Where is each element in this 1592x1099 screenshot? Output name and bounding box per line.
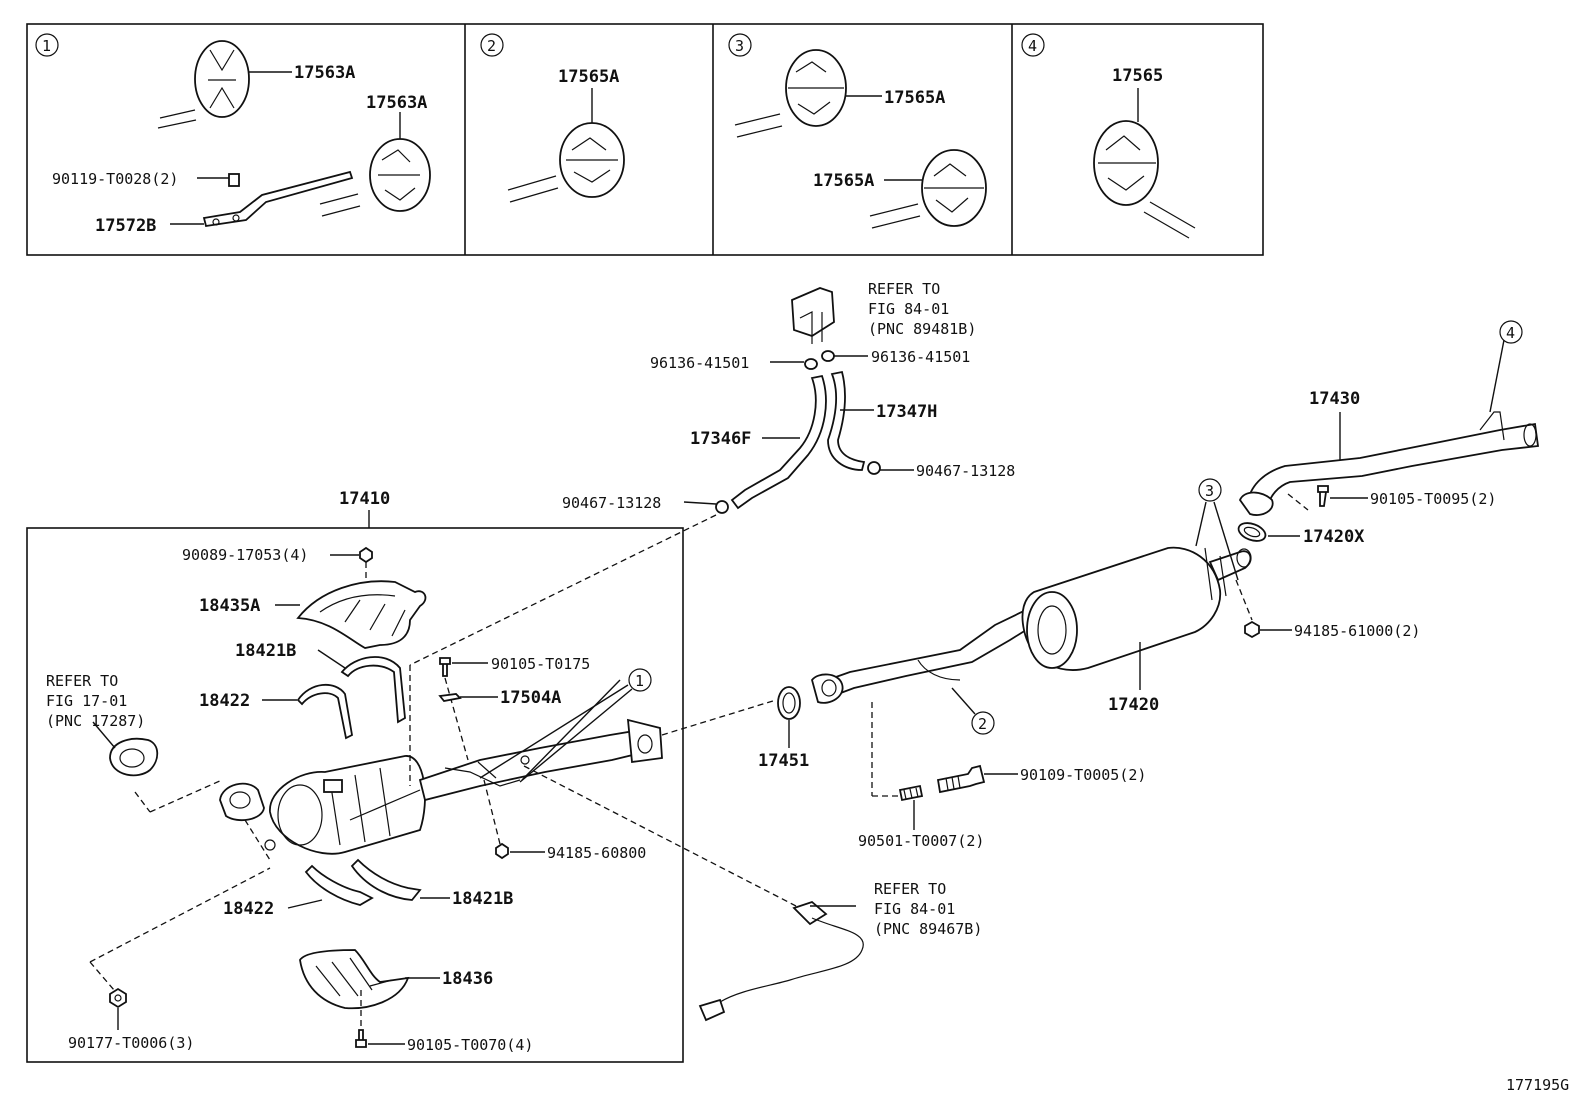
label-90105-T0070: 90105-T0070(4)	[407, 1036, 533, 1054]
inset-3-marker: 3	[735, 37, 744, 55]
pressure-sensor-ref-89481B: REFER TO FIG 84-01 (PNC 89481B)	[791, 280, 976, 344]
gasket-17420X: 17420X	[1237, 522, 1365, 547]
heat-shield-18436: 18436	[299, 949, 493, 1010]
nut-94185-60800: 94185-60800	[483, 779, 646, 862]
inset-1-marker: 1	[42, 37, 51, 55]
ref-89467B-line2: FIG 84-01	[874, 900, 955, 918]
figure-id: 177195G	[1506, 1076, 1569, 1094]
tail-pipe-17430: 4 17430	[1238, 320, 1540, 516]
callout-4-text: 4	[1506, 324, 1515, 342]
label-90105-T0175: 90105-T0175	[491, 655, 590, 673]
heat-shield-18435A: 18435A	[199, 580, 427, 649]
label-17563A-upper: 17563A	[294, 63, 355, 83]
inset-2-marker: 2	[487, 37, 496, 55]
strap-18421B-upper: 18421B	[235, 641, 406, 724]
alignment-dashes	[244, 665, 411, 861]
label-90089-17053: 90089-17053(4)	[182, 546, 308, 564]
label-90467-13128-left: 90467-13128	[562, 494, 661, 512]
ref-89481B-line3: (PNC 89481B)	[868, 320, 976, 338]
strap-18422-lower: 18422	[223, 864, 374, 919]
ref-89467B-line1: REFER TO	[874, 880, 946, 898]
callout-3: 3	[1195, 478, 1239, 581]
label-90109-T0005: 90109-T0005(2)	[1020, 766, 1146, 784]
bolt-90105-T0175: 90105-T0175	[439, 655, 590, 761]
label-18422-upper: 18422	[199, 691, 250, 711]
label-17451: 17451	[758, 751, 809, 771]
nut-90089: 90089-17053(4)	[182, 546, 373, 650]
label-17572B: 17572B	[95, 216, 156, 236]
inset-panels	[26, 23, 1264, 256]
inset-panel-2: 2 17565A	[480, 33, 625, 203]
ref-17287-line1: REFER TO	[46, 672, 118, 690]
label-96136-41501-right: 96136-41501	[871, 348, 970, 366]
label-94185-61000: 94185-61000(2)	[1294, 622, 1420, 640]
label-90467-13128-right: 90467-13128	[916, 462, 1015, 480]
ref-17287-line2: FIG 17-01	[46, 692, 127, 710]
callout-1: 1	[479, 668, 652, 783]
group-label-17410: 17410	[339, 489, 390, 509]
callout-1-text: 1	[635, 672, 644, 690]
callout-2-text: 2	[978, 715, 987, 733]
clips-90467: 90467-13128 90467-13128	[409, 461, 1015, 666]
label-18435A: 18435A	[199, 596, 260, 616]
callout-2: 2	[951, 687, 995, 735]
ref-17287-line3: (PNC 17287)	[46, 712, 145, 730]
inset-panel-1: 1 17563A 17563A 90119-T0028(2) 17572B	[35, 33, 431, 236]
label-90105-T0095: 90105-T0095(2)	[1370, 490, 1496, 508]
label-18436: 18436	[442, 969, 493, 989]
gasket-17451: 17451	[661, 686, 809, 771]
bolt-90105-T0095: 90105-T0095(2)	[1287, 485, 1496, 511]
label-18421B-upper: 18421B	[235, 641, 296, 661]
nut-90177: 90177-T0006(3)	[68, 867, 271, 1052]
label-17346F: 17346F	[690, 429, 751, 449]
label-17565-panel4: 17565	[1112, 66, 1163, 86]
strap-18422-upper: 18422	[199, 684, 353, 740]
label-17563A-lower: 17563A	[366, 93, 427, 113]
catalytic-converter-17410	[219, 679, 663, 855]
label-90177-T0006: 90177-T0006(3)	[68, 1034, 194, 1052]
label-17347H: 17347H	[876, 402, 937, 422]
strap-18421B-lower: 18421B	[350, 858, 513, 909]
label-17430: 17430	[1309, 389, 1360, 409]
label-17420: 17420	[1108, 695, 1159, 715]
inset-panel-4: 4 17565	[1021, 33, 1196, 239]
clamps-96136: 96136-41501 96136-41501	[650, 348, 970, 372]
ref-89467B-line3: (PNC 89467B)	[874, 920, 982, 938]
label-17565A-panel2: 17565A	[558, 67, 619, 87]
label-94185-60800: 94185-60800	[547, 844, 646, 862]
label-18422-lower: 18422	[223, 899, 274, 919]
bolt-90105-T0070: 90105-T0070(4)	[355, 990, 533, 1054]
muffler-17420: 17420	[811, 546, 1252, 715]
oxygen-sensor-ref-89467B: REFER TO FIG 84-01 (PNC 89467B)	[523, 765, 982, 1022]
inset-4-marker: 4	[1028, 37, 1037, 55]
bolts-90109-90501: 90109-T0005(2) 90501-T0007(2)	[858, 702, 1146, 850]
label-18421B-lower: 18421B	[452, 889, 513, 909]
ref-89481B-line2: FIG 84-01	[868, 300, 949, 318]
label-17565A-panel3-upper: 17565A	[884, 88, 945, 108]
label-17504A: 17504A	[500, 688, 561, 708]
hose-17347H: 17347H	[827, 370, 937, 471]
label-90501-T0007: 90501-T0007(2)	[858, 832, 984, 850]
clip-17504A: 17504A	[438, 688, 561, 708]
inset-panel-3: 3 17565A 17565A	[728, 33, 987, 229]
label-17420X: 17420X	[1303, 527, 1365, 547]
catalyst-group: 17410	[26, 489, 684, 1063]
ref-89481B-line1: REFER TO	[868, 280, 940, 298]
nut-94185-61000: 94185-61000(2)	[1235, 579, 1420, 640]
hose-17346F: 17346F	[690, 374, 827, 510]
callout-3-text: 3	[1205, 482, 1214, 500]
label-90119-T0028: 90119-T0028(2)	[52, 170, 178, 188]
gasket-ref-17287: REFER TO FIG 17-01 (PNC 17287)	[46, 672, 223, 813]
label-17565A-panel3-lower: 17565A	[813, 171, 874, 191]
label-96136-41501-left: 96136-41501	[650, 354, 749, 372]
